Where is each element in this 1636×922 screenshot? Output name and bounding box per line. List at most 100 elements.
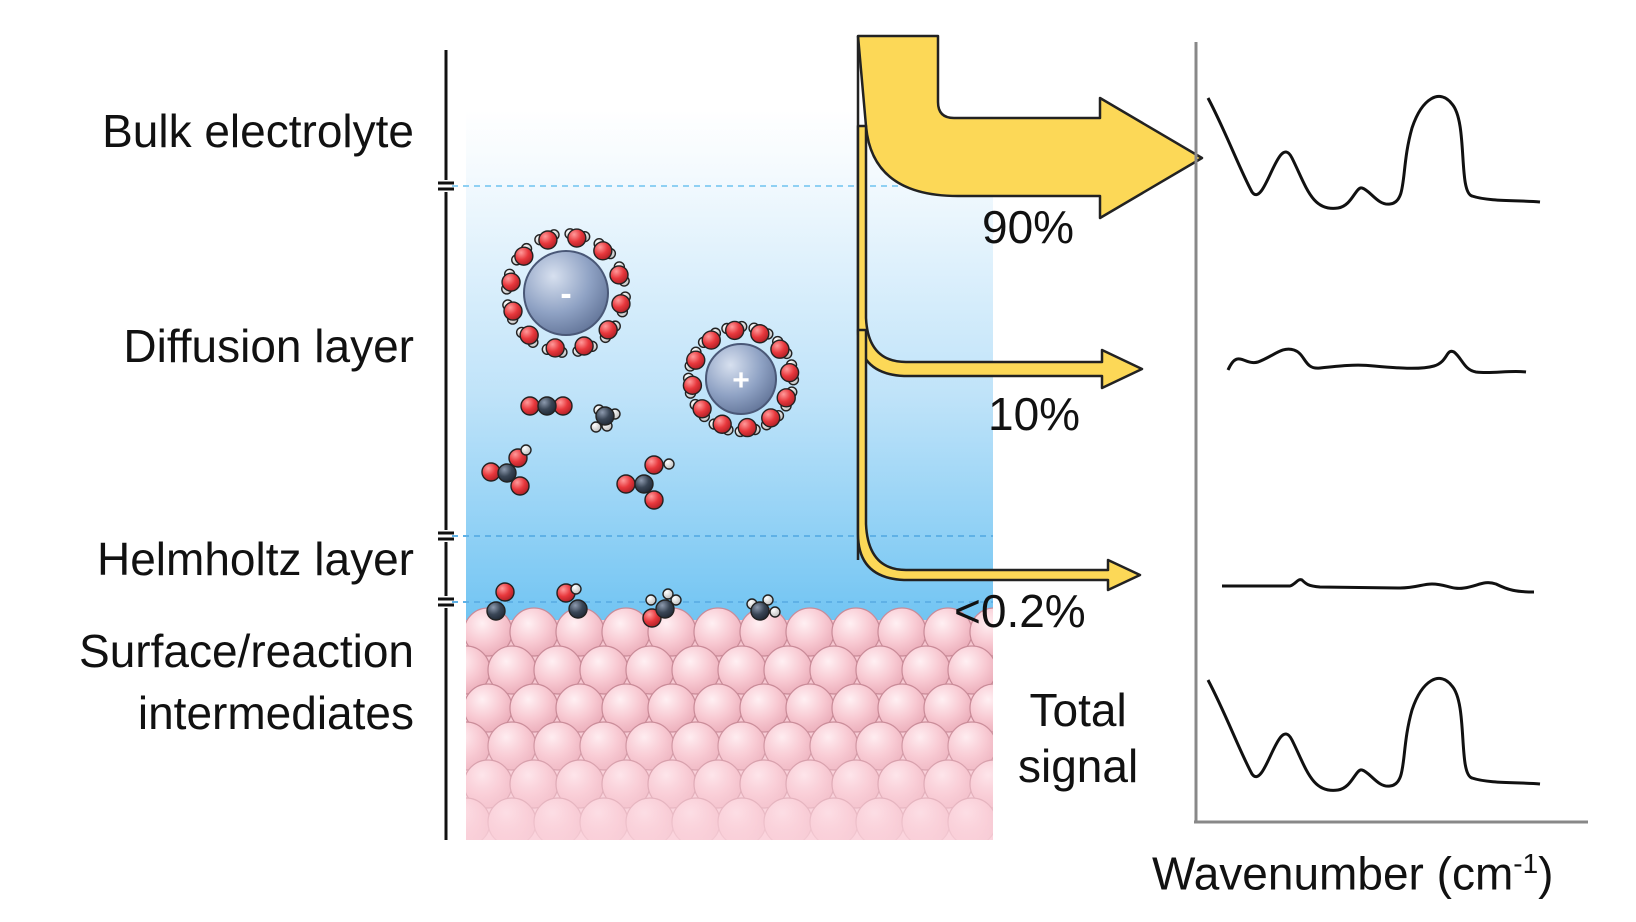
oxygen-atom [520, 396, 540, 416]
oxygen-atom [692, 399, 712, 419]
carbonate-molecule [616, 455, 675, 510]
carbon-atom [750, 601, 770, 621]
oxygen-atom [567, 228, 587, 248]
x-axis-label-main: Wavenumber (cm [1152, 847, 1514, 900]
carbon-atom [486, 601, 506, 621]
water-molecule [515, 325, 539, 348]
oxygen-atom [644, 490, 664, 510]
carbon-atom [497, 463, 517, 483]
bulk-spectrum [1206, 94, 1541, 210]
oxygen-atom [598, 320, 618, 340]
surface-intermediates-label: Surface/reaction intermediates [79, 620, 414, 744]
adsorbed-cooh [642, 588, 682, 628]
diffusion-layer-label: Diffusion layer [123, 320, 414, 372]
oxygen-atom [779, 362, 800, 383]
adsorbed-co [486, 582, 515, 621]
oxygen-atom [644, 455, 664, 475]
oxygen-atom [481, 462, 501, 482]
x-axis-label-exponent: -1 [1513, 848, 1539, 879]
water-molecule [770, 335, 793, 360]
oxygen-atom [514, 246, 534, 266]
carbon-atom [634, 474, 654, 494]
carbon-atom [568, 599, 588, 619]
helmholtz-spectrum [1222, 578, 1535, 594]
oxygen-atom [538, 230, 558, 250]
oxygen-atom [609, 265, 629, 285]
water-molecule [776, 386, 798, 412]
surface-label-line1: Surface/reaction [79, 625, 414, 677]
cation-sign: + [732, 364, 750, 397]
water-molecule [708, 414, 734, 436]
hydrogen-atom [645, 594, 657, 606]
oxygen-atom [770, 339, 790, 359]
helmholtz-fraction-label: <0.2% [954, 585, 1086, 637]
helmholtz-layer-label: Helmholtz layer [97, 533, 414, 585]
water-molecule [748, 322, 774, 344]
water-molecule [609, 261, 630, 287]
diffusion-spectrum [1226, 347, 1527, 375]
oxygen-atom [501, 272, 521, 292]
surface-label-line2: intermediates [137, 687, 414, 739]
carbonate-molecule [481, 444, 532, 496]
oxygen-atom [724, 320, 745, 341]
total-signal-line2: signal [1018, 740, 1139, 792]
co2-molecule [520, 396, 573, 416]
hydrogen-atom [670, 594, 682, 606]
hydrogen-atom [570, 583, 582, 595]
water-molecule [501, 268, 521, 295]
oxygen-atom [776, 388, 796, 408]
methane-molecule [590, 404, 621, 433]
oxygen-atom [593, 241, 613, 261]
total-signal-label: Total signal [1018, 682, 1138, 794]
total-spectrum [1206, 676, 1541, 792]
oxygen-atom [495, 582, 515, 602]
hydrogen-atom [663, 458, 675, 470]
water-molecule [541, 338, 568, 358]
metal-atom [969, 607, 993, 657]
water-molecule [779, 359, 800, 386]
carbon-atom [537, 396, 557, 416]
adsorbed-ch3 [746, 594, 781, 621]
oxygen-atom [616, 474, 636, 494]
water-molecule [502, 299, 523, 325]
hydrogen-atom [590, 421, 602, 433]
water-molecule [682, 372, 703, 399]
oxygen-atom [701, 330, 721, 350]
oxygen-atom [545, 338, 565, 358]
spectrum-axes [1194, 42, 1588, 824]
water-molecule [697, 327, 722, 350]
oxygen-atom [712, 414, 732, 434]
anion-sign: - [560, 275, 571, 313]
adsorbed-cho [556, 583, 588, 619]
bulk-electrolyte-label: Bulk electrolyte [102, 105, 414, 157]
hydrogen-atom [762, 594, 774, 606]
oxygen-atom [737, 417, 758, 438]
oxygen-atom [750, 324, 770, 344]
oxygen-atom [510, 476, 530, 496]
anion: - [501, 228, 631, 358]
water-molecule [760, 408, 785, 431]
metal-atom [466, 778, 467, 790]
water-molecule [734, 417, 761, 438]
oxygen-atom [503, 301, 523, 321]
bulk-fraction-label: 90% [982, 201, 1075, 253]
water-molecule [564, 228, 591, 248]
cation: + [682, 320, 800, 438]
oxygen-atom [761, 408, 781, 428]
metal-atom [994, 798, 1042, 846]
water-molecule [684, 346, 706, 372]
carbon-atom [655, 599, 675, 619]
water-molecule [511, 242, 534, 266]
carbon-atom [595, 406, 615, 426]
water-molecule [721, 320, 748, 341]
hydrogen-atom [662, 588, 674, 600]
hydrogen-atom [769, 606, 781, 618]
metal-atom [969, 683, 993, 733]
oxygen-atom [686, 350, 706, 370]
oxygen-atom [611, 294, 631, 314]
layer-scale-bar [438, 50, 454, 840]
hydrogen-atom [520, 444, 532, 456]
water-molecule [593, 238, 617, 261]
x-axis-label: Wavenumber (cm-1) [1152, 838, 1554, 899]
